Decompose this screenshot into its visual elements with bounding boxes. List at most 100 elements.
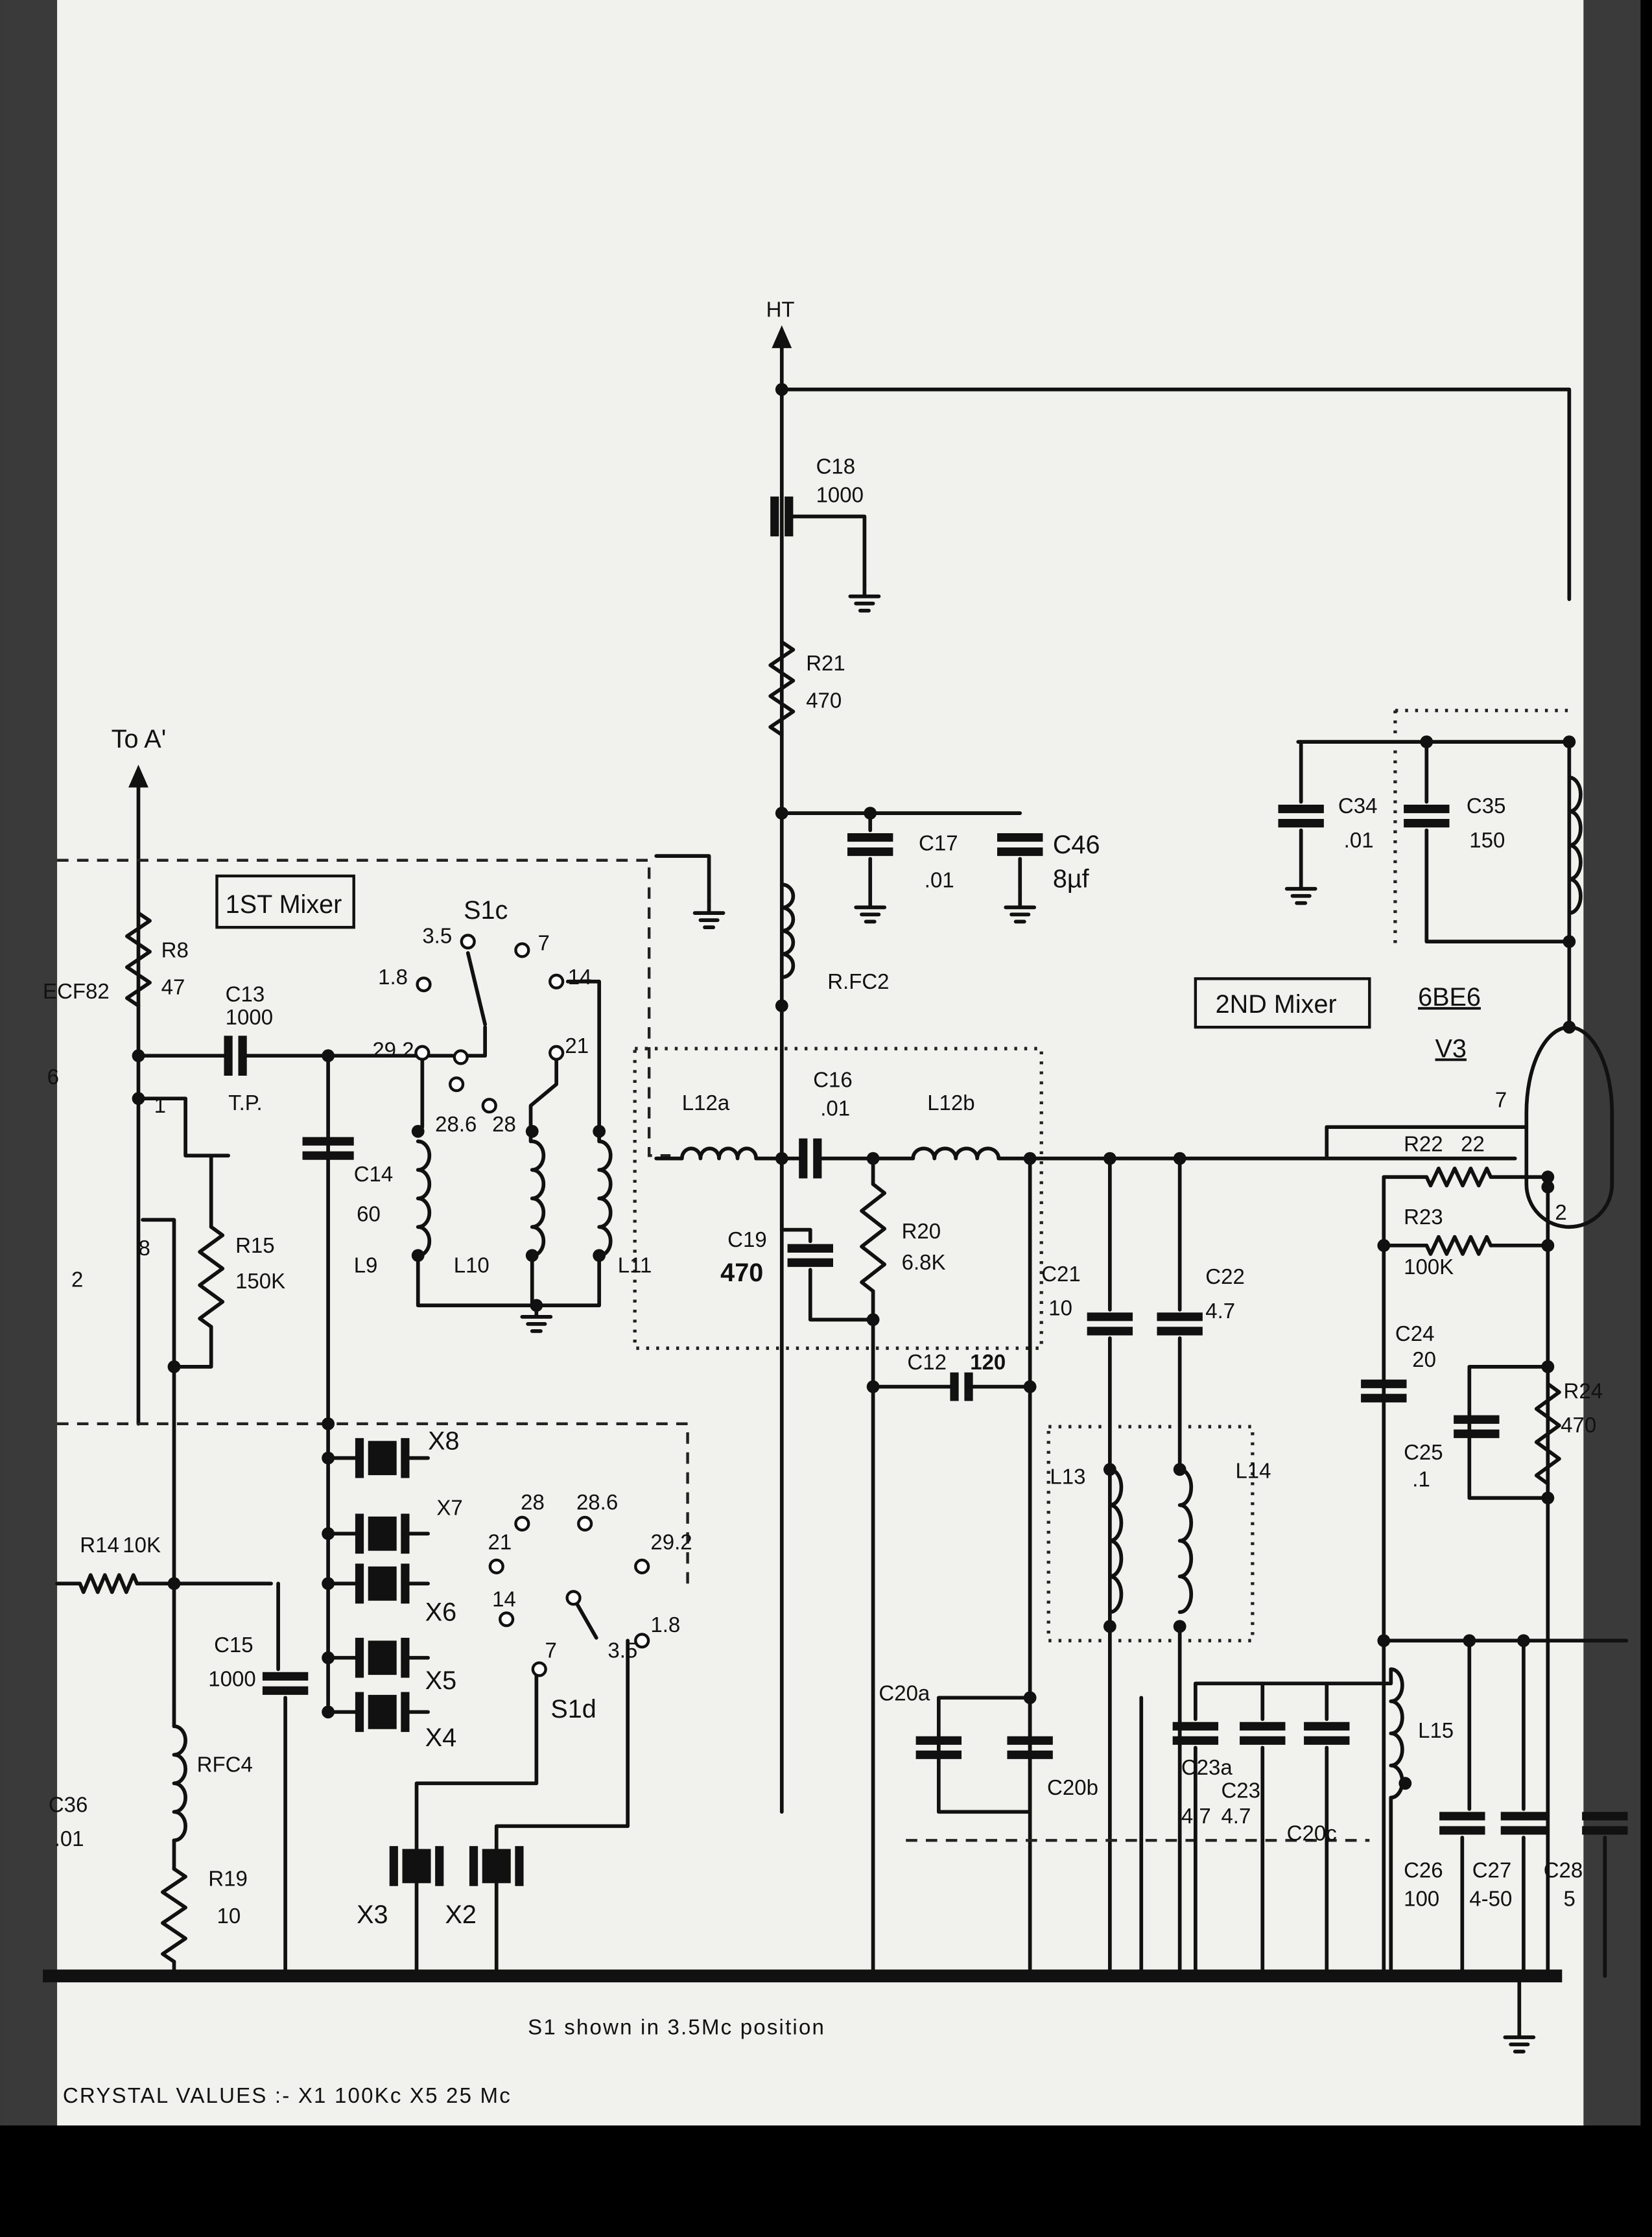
capacitor	[799, 1138, 822, 1179]
c35-label: C35	[1467, 794, 1506, 818]
v3-pin-7-label: 7	[1495, 1087, 1507, 1111]
c16-label: C16	[813, 1068, 853, 1092]
s1c-pos-28: 28	[492, 1112, 516, 1136]
ground-icon	[520, 1303, 553, 1333]
switch-contact	[577, 1515, 593, 1532]
junction-dot	[1377, 1634, 1391, 1648]
capacitor	[1500, 1812, 1547, 1835]
s1d-pos-7: 7	[545, 1639, 557, 1663]
r21-value: 470	[806, 688, 842, 712]
c24-value: 20	[1412, 1347, 1436, 1371]
ground-icon	[854, 894, 887, 924]
junction-dot	[1103, 1152, 1116, 1165]
capacitor	[1172, 1722, 1219, 1745]
crystal	[482, 1849, 511, 1884]
v3-label: V3	[1435, 1034, 1467, 1063]
inductor-coil	[597, 1139, 613, 1258]
r15-label: R15	[235, 1233, 275, 1257]
wire	[276, 1581, 287, 1978]
capacitor	[1087, 1312, 1133, 1336]
resistor	[161, 1867, 187, 1964]
capacitor	[997, 833, 1043, 857]
x7-label: X7	[436, 1496, 462, 1520]
switch-contact	[488, 1558, 504, 1574]
s1c-label: S1c	[464, 896, 508, 925]
r19-label: R19	[208, 1867, 248, 1891]
capacitor	[770, 496, 794, 537]
inductor-coil	[1107, 1467, 1124, 1615]
mixer1-label: 1ST Mixer	[226, 890, 342, 919]
v3-pin-2-label: 2	[1555, 1200, 1566, 1224]
junction-dot	[1398, 1777, 1412, 1790]
s1d-pos-28: 28	[521, 1490, 545, 1514]
c23-value: 4.7	[1221, 1804, 1251, 1828]
crystal-plates	[389, 1846, 444, 1886]
l15-label: L15	[1418, 1718, 1454, 1742]
wire	[779, 1156, 875, 1322]
capacitor	[915, 1736, 962, 1759]
r14-label: R14	[80, 1533, 119, 1557]
capacitor	[1240, 1722, 1286, 1745]
c12-label: C12	[907, 1350, 947, 1374]
capacitor	[1007, 1736, 1053, 1759]
junction-dot	[1173, 1463, 1186, 1476]
wire	[466, 951, 487, 1026]
c35-value: 150	[1469, 828, 1505, 852]
l10-label: L10	[454, 1253, 490, 1277]
s1c-pos-7: 7	[538, 930, 550, 954]
capacitor	[1439, 1812, 1485, 1835]
ground-icon	[1284, 875, 1317, 905]
crystal	[368, 1566, 397, 1601]
crystal-plates	[355, 1513, 410, 1554]
s1c-pos-3-5: 3.5	[422, 923, 452, 947]
inductor-coil	[679, 1146, 759, 1161]
junction-dot	[167, 1577, 181, 1591]
c34-label: C34	[1338, 794, 1378, 818]
crystal-values-note: CRYSTAL VALUES :- X1 100Kc X5 25 Mc	[63, 2083, 512, 2107]
c18-label: C18	[816, 454, 856, 478]
junction-dot	[1563, 735, 1576, 749]
c14-value: 60	[357, 1201, 381, 1225]
switch-contact	[531, 1661, 547, 1677]
ground-icon	[848, 583, 881, 613]
s1d-pos-14: 14	[492, 1587, 516, 1611]
ground-icon	[1503, 2024, 1536, 2054]
resistor	[1424, 1166, 1493, 1188]
capacitor	[950, 1372, 973, 1401]
c13-value: 1000	[226, 1005, 273, 1029]
junction-dot	[866, 1380, 880, 1393]
mixer2-box	[1194, 977, 1371, 1029]
crystal	[368, 1640, 397, 1675]
c34-value: .01	[1344, 828, 1374, 852]
c23-label: C23	[1221, 1778, 1260, 1802]
wire	[936, 1696, 1032, 1814]
r21-label: R21	[806, 651, 845, 675]
pin-6-label: 6	[47, 1065, 59, 1089]
junction-dot	[411, 1249, 425, 1262]
junction-dot	[1023, 1152, 1037, 1165]
crystal	[368, 1441, 397, 1476]
capacitor	[1304, 1722, 1350, 1745]
wire	[654, 854, 711, 904]
wire	[57, 1422, 689, 1584]
c19-value: 470	[720, 1259, 763, 1287]
wire	[420, 979, 602, 1144]
c15-label: C15	[214, 1633, 254, 1657]
inductor-coil	[530, 1139, 546, 1258]
switch-contact	[414, 1045, 431, 1061]
capacitor	[1361, 1379, 1407, 1403]
s1d-pos-28-6: 28.6	[576, 1490, 618, 1514]
junction-dot	[167, 1360, 181, 1373]
junction-dot	[593, 1124, 606, 1138]
junction-dot	[322, 1451, 335, 1465]
wires	[55, 340, 1629, 2028]
s1c-pos-14: 14	[568, 965, 592, 989]
inductor-coil	[1389, 1667, 1404, 1800]
switch-position-note: S1 shown in 3.5Mc position	[528, 2015, 825, 2039]
switch-contact	[499, 1611, 515, 1627]
capacitor	[787, 1244, 834, 1267]
capacitor	[1157, 1312, 1203, 1336]
switch-contact	[449, 1076, 465, 1093]
wire	[1139, 1681, 1329, 1978]
